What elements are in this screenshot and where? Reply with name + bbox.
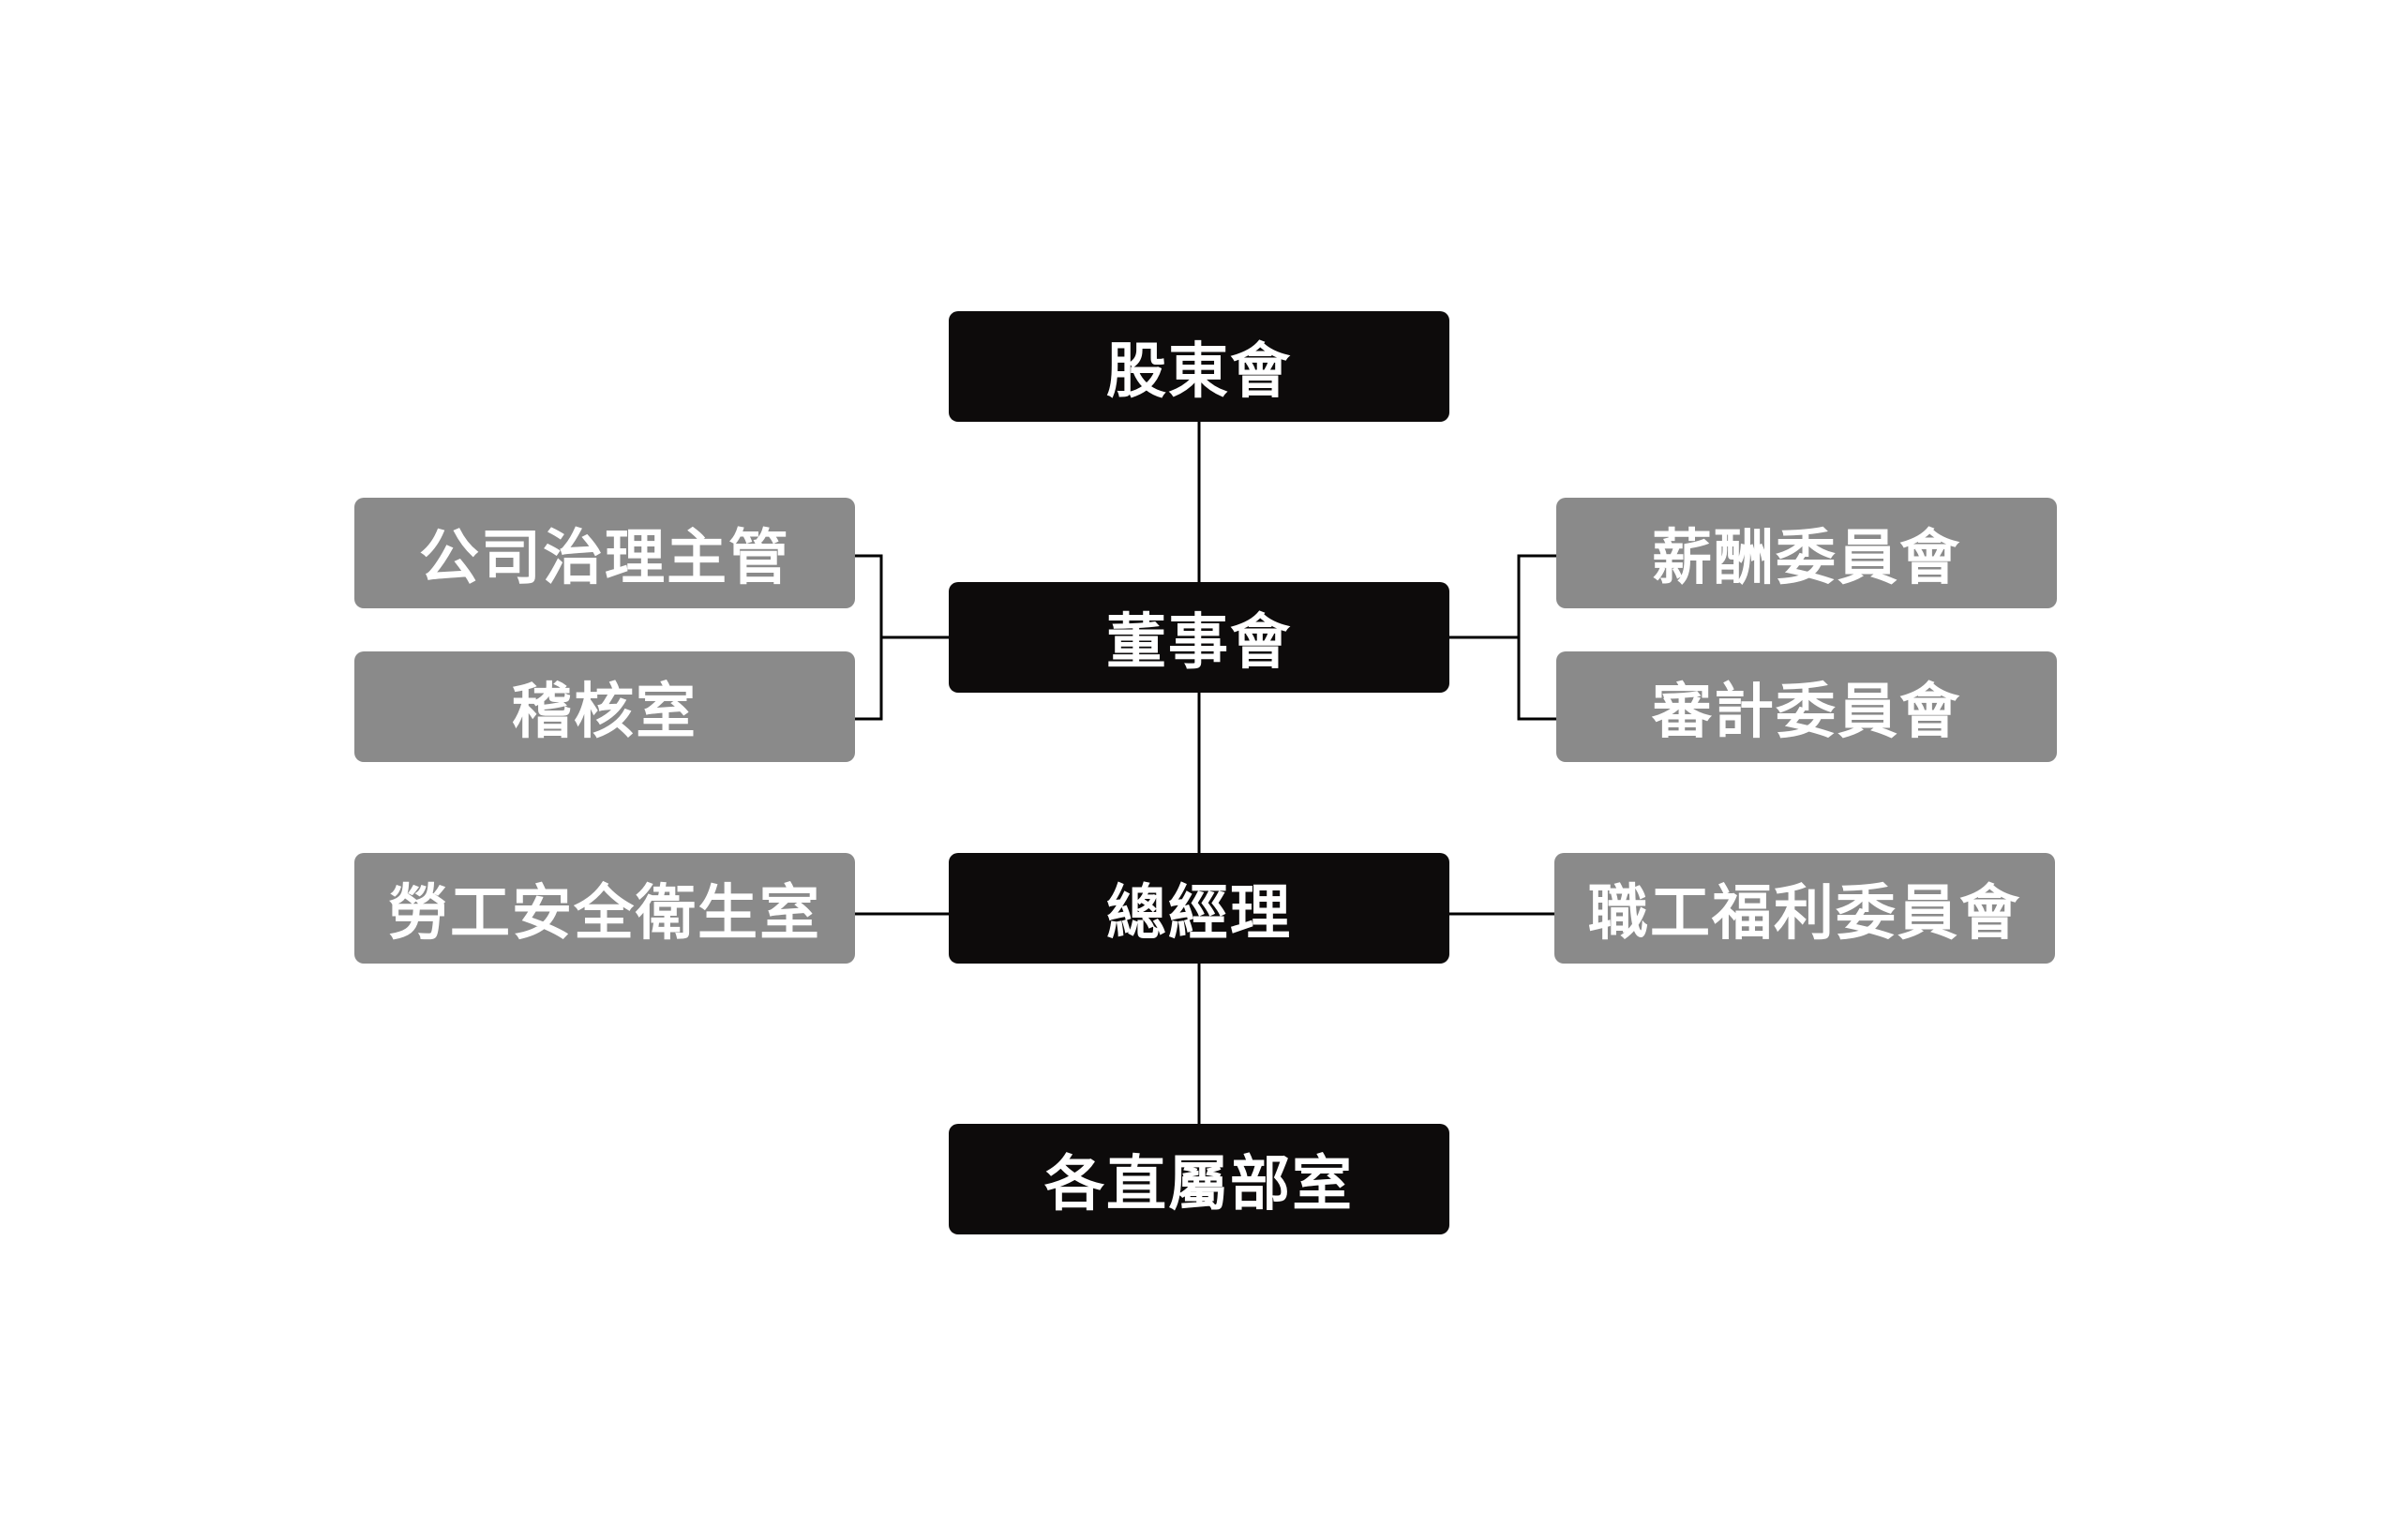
left-bracket [855, 554, 883, 721]
node-board-label: 董事會 [1106, 608, 1292, 678]
node-welfare-committee-label: 職工福利委員會 [1588, 879, 2021, 949]
node-president-label: 總經理 [1106, 879, 1292, 949]
node-shareholders: 股東會 [949, 311, 1449, 422]
node-governance-officer: 公司治理主管 [354, 498, 855, 608]
node-audit-office: 稽核室 [354, 651, 855, 762]
node-departments: 各直屬部室 [949, 1124, 1449, 1234]
node-safety-office-label: 勞工安全衛生室 [388, 879, 821, 949]
node-audit-office-label: 稽核室 [512, 678, 698, 747]
node-president: 總經理 [949, 853, 1449, 964]
node-audit-committee: 審計委員會 [1556, 651, 2057, 762]
node-compensation-committee-label: 薪酬委員會 [1652, 524, 1961, 593]
node-compensation-committee: 薪酬委員會 [1556, 498, 2057, 608]
right-bracket [1517, 554, 1556, 721]
node-safety-office: 勞工安全衛生室 [354, 853, 855, 964]
node-shareholders-label: 股東會 [1106, 337, 1292, 407]
node-welfare-committee: 職工福利委員會 [1554, 853, 2055, 964]
node-board: 董事會 [949, 582, 1449, 693]
node-audit-committee-label: 審計委員會 [1652, 678, 1961, 747]
node-departments-label: 各直屬部室 [1044, 1150, 1354, 1219]
node-governance-officer-label: 公司治理主管 [419, 524, 790, 593]
